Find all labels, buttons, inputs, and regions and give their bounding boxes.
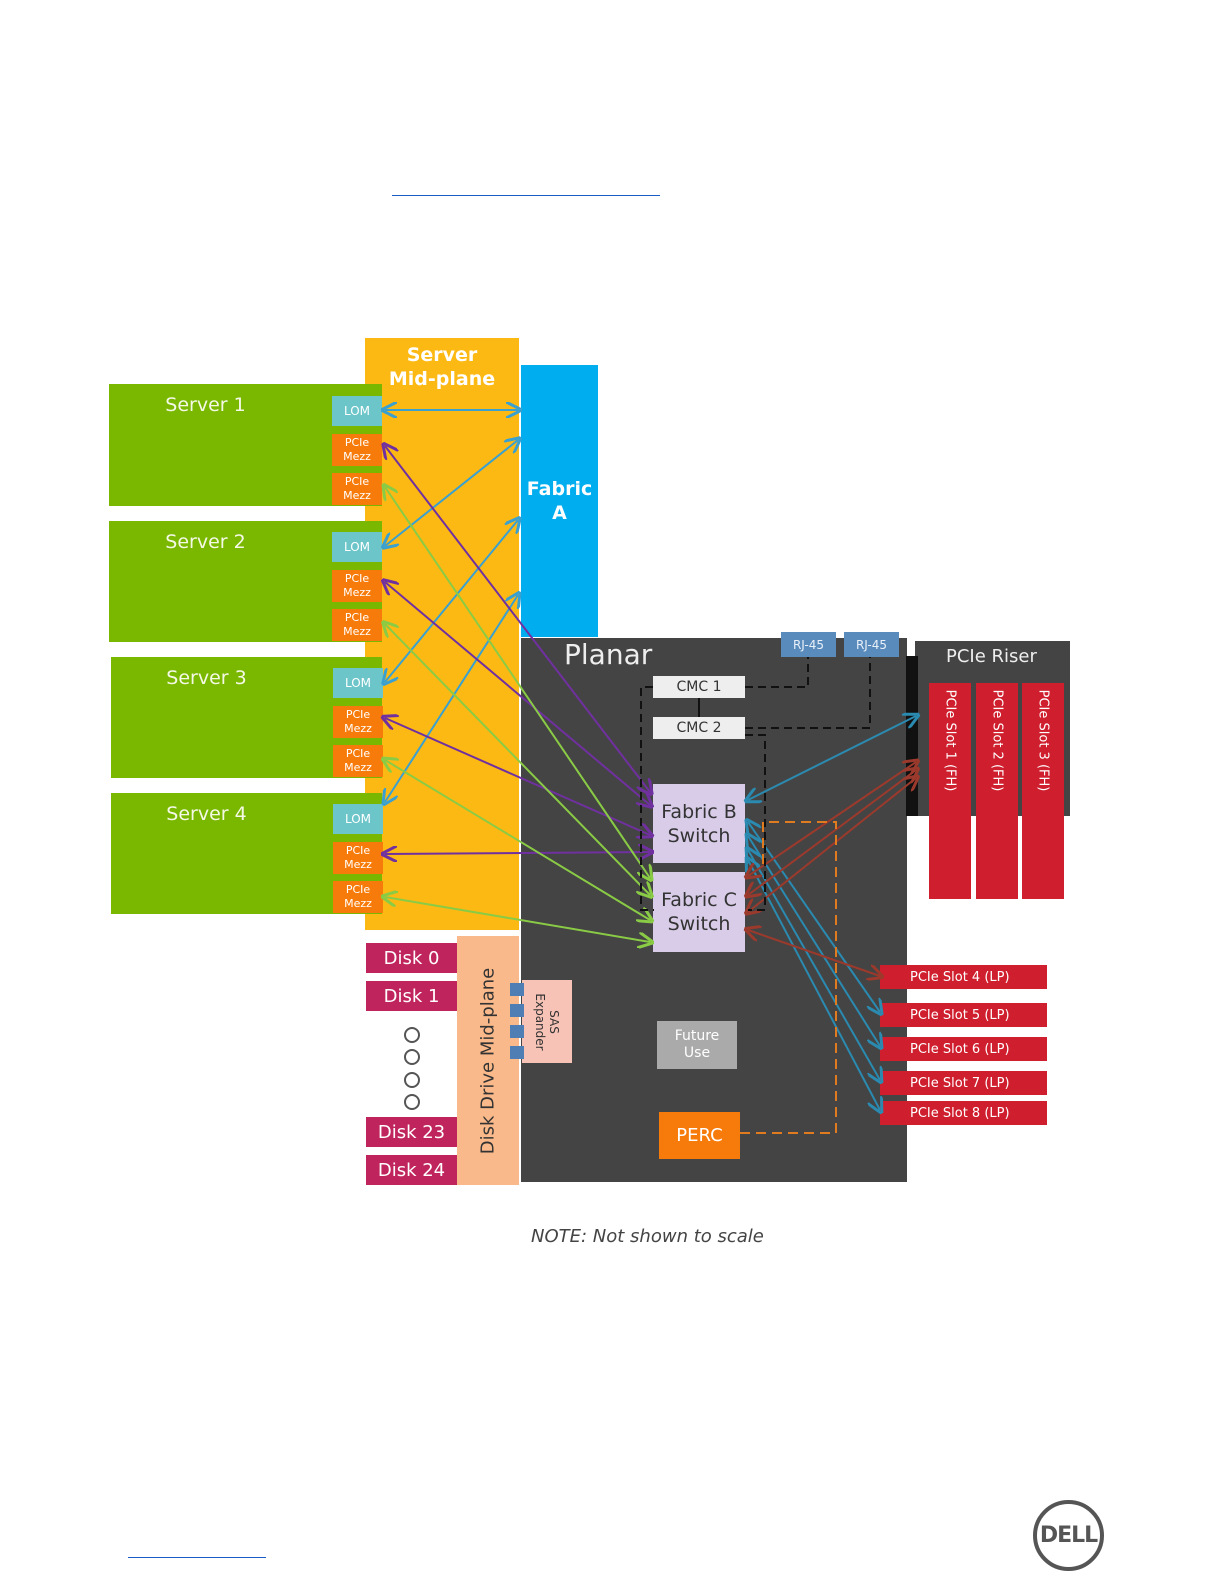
server-2-mezz-2: PCIe Mezz — [332, 609, 382, 641]
ellipsis-dot — [404, 1094, 420, 1110]
server-1-lom: LOM — [332, 396, 382, 426]
cmc-2: CMC 2 — [653, 717, 745, 739]
lom-link — [385, 520, 518, 682]
mezz-link — [385, 487, 650, 878]
server-3-mezz-1: PCIe Mezz — [333, 706, 383, 738]
cmc-link — [640, 686, 654, 911]
server-name: Server 4 — [166, 803, 247, 825]
mezz-link — [385, 897, 650, 942]
fabric-c-switch: Fabric C Switch — [653, 872, 745, 952]
server-midplane-title: Server Mid-plane — [388, 344, 496, 390]
disk-0: Disk 0 — [366, 943, 457, 973]
server-name: Server 3 — [166, 667, 247, 689]
slot-link — [748, 930, 880, 976]
disk-23: Disk 23 — [366, 1117, 457, 1147]
slot-link — [748, 762, 916, 876]
server-4-mezz-1: PCIe Mezz — [333, 842, 383, 874]
perc-link — [740, 821, 837, 1134]
cmc-1: CMC 1 — [653, 676, 745, 698]
sas-port — [510, 983, 524, 996]
sas-expander: SAS Expander — [522, 980, 572, 1063]
cmc-link — [745, 734, 766, 911]
future-use: Future Use — [657, 1021, 737, 1069]
slot-link — [748, 778, 916, 912]
pcie-slot-8-lp: PCIe Slot 8 (LP) — [880, 1101, 1047, 1125]
sas-port — [510, 1004, 524, 1017]
slot-link — [748, 836, 880, 1046]
slot-link — [748, 850, 880, 1080]
footer-link-underline[interactable] — [128, 1557, 266, 1558]
server-4-lom: LOM — [333, 804, 383, 834]
ellipsis-dot — [404, 1072, 420, 1088]
pcie-slot-6-lp: PCIe Slot 6 (LP) — [880, 1037, 1047, 1061]
server-3-lom: LOM — [333, 668, 383, 698]
ellipsis-dot — [404, 1049, 420, 1065]
disk-24: Disk 24 — [366, 1155, 457, 1185]
pcie-slot-5-lp: PCIe Slot 5 (LP) — [880, 1003, 1047, 1027]
lom-link — [385, 440, 518, 546]
ellipsis-dot — [404, 1027, 420, 1043]
server-2-lom: LOM — [332, 532, 382, 562]
cmc-link — [745, 657, 871, 729]
pcie-riser-title: PCIe Riser — [946, 646, 1037, 667]
mezz-link — [385, 718, 650, 835]
pcie-slot-2-fh: PCIe Slot 2 (FH) — [976, 683, 1018, 899]
server-name: Server 1 — [165, 394, 246, 416]
perc: PERC — [659, 1112, 740, 1159]
pcie-slot-1-fh: PCIe Slot 1 (FH) — [929, 683, 971, 899]
rj45-port-1: RJ-45 — [781, 632, 836, 657]
scale-note: NOTE: Not shown to scale — [531, 1226, 764, 1247]
disk-1: Disk 1 — [366, 981, 457, 1011]
server-1-mezz-2: PCIe Mezz — [332, 473, 382, 505]
sas-port — [510, 1046, 524, 1059]
pcie-slot-7-lp: PCIe Slot 7 (LP) — [880, 1071, 1047, 1095]
slot-link — [748, 770, 916, 895]
header-link-underline[interactable] — [392, 195, 660, 196]
server-2-mezz-1: PCIe Mezz — [332, 570, 382, 602]
server-name: Server 2 — [165, 531, 246, 553]
pcie-slot-3-fh: PCIe Slot 3 (FH) — [1022, 683, 1064, 899]
rj45-port-2: RJ-45 — [844, 632, 899, 657]
pcie-slot-4-lp: PCIe Slot 4 (LP) — [880, 965, 1047, 989]
fabric-b-switch: Fabric B Switch — [653, 784, 745, 863]
mezz-link — [385, 760, 650, 920]
cmc-link — [745, 657, 809, 688]
server-1-mezz-1: PCIe Mezz — [332, 434, 382, 466]
mezz-link — [385, 582, 650, 805]
dell-logo: DELL — [1033, 1500, 1104, 1571]
sas-port — [510, 1025, 524, 1038]
server-3-mezz-2: PCIe Mezz — [333, 745, 383, 777]
server-4-mezz-2: PCIe Mezz — [333, 881, 383, 913]
disk-drive-midplane: Disk Drive Mid-plane — [457, 936, 519, 1185]
